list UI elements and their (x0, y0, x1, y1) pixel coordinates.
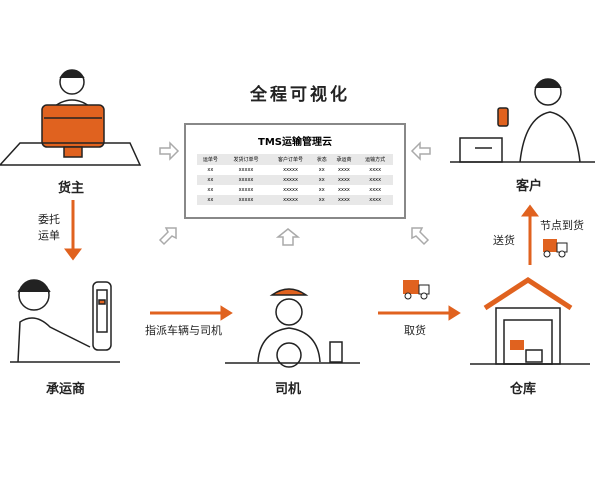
table-cell: xxxx (369, 187, 382, 193)
table-cell: xxxxx (238, 167, 254, 173)
customer-illustration (450, 78, 595, 163)
table-cell: xx (318, 187, 325, 193)
table-cell: xxxx (338, 187, 350, 193)
diagram-title: 全程可视化 (250, 85, 350, 105)
data-arrows (158, 141, 431, 246)
table-cell: xxxxx (283, 187, 298, 193)
table-cell: xxxxx (268, 195, 313, 205)
truck-icon (543, 239, 568, 258)
tms-title: TMS运输管理云 (258, 137, 332, 148)
column-header: 发货订单号 (223, 154, 269, 165)
node-warehouse: 仓库 (510, 382, 537, 397)
node-customer: 客户 (516, 179, 543, 194)
table-cell: xxxxx (223, 195, 269, 205)
table-cell: xx (197, 195, 224, 205)
table-cell: xxxxx (283, 167, 298, 173)
edge-deliver: 送货 (493, 234, 515, 247)
edge-checkpoint: 节点到货 (540, 219, 584, 232)
edge-entrust: 委托 运单 (38, 213, 60, 242)
table-cell: xxxx (330, 175, 358, 185)
column-header: 运输方式 (357, 154, 393, 165)
table-cell: xx (312, 175, 331, 185)
edge-dispatch: 指派车辆与司机 (145, 324, 222, 337)
table-cell: xx (312, 195, 331, 205)
table-cell: xxxxx (223, 175, 269, 185)
driver-illustration (225, 288, 360, 368)
column-header: 运单号 (197, 154, 224, 165)
column-header: 承运商 (330, 154, 358, 165)
table-cell: xxxx (338, 167, 350, 173)
table-cell: xxxx (369, 167, 382, 173)
node-shipper: 货主 (58, 181, 85, 196)
column-header: 客户订单号 (268, 154, 313, 165)
warehouse-illustration (470, 277, 590, 365)
table-cell: xxxxx (238, 187, 254, 193)
table-cell: xx (207, 167, 214, 173)
table-cell: xxxx (330, 195, 358, 205)
node-carrier: 承运商 (46, 382, 86, 397)
table-cell: xx (207, 187, 214, 193)
column-header: 状态 (312, 154, 331, 165)
edge-pickup: 取货 (404, 324, 426, 337)
truck-icon (403, 280, 430, 300)
table-cell: xx (197, 175, 224, 185)
flow-arrows (64, 200, 539, 321)
shipper-illustration (0, 69, 142, 166)
table-cell: xxxx (357, 195, 393, 205)
table-cell: xx (318, 167, 325, 173)
table-cell: xxxx (357, 175, 393, 185)
node-driver: 司机 (275, 382, 302, 397)
carrier-illustration (10, 279, 120, 363)
table-cell: xxxxx (268, 175, 313, 185)
